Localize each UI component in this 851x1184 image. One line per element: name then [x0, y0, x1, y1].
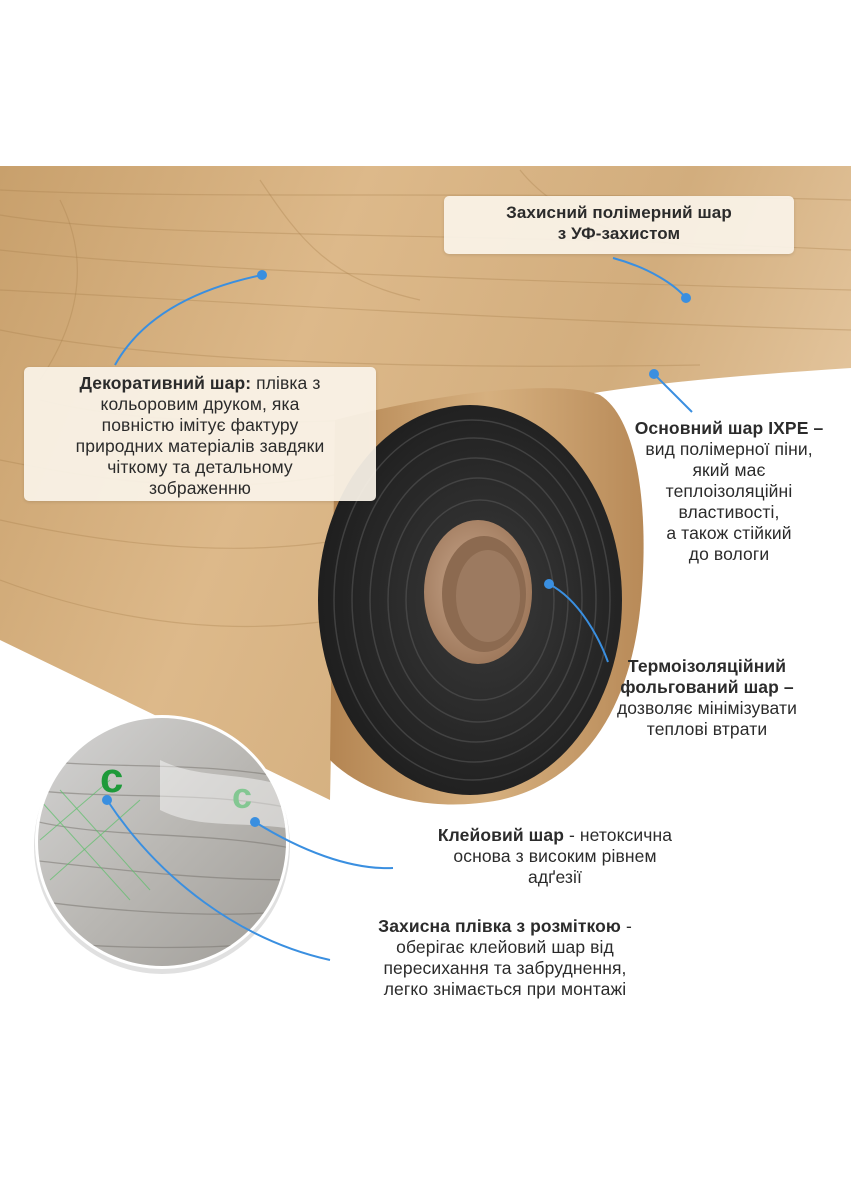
label-protective-line1: Захисний полімерний шар: [506, 203, 732, 222]
label-film-line2: оберігає клейовий шар від: [396, 937, 614, 957]
label-ixpe-line4: теплоізоляційні: [665, 481, 793, 501]
label-protective-line2: з УФ-захистом: [557, 224, 681, 243]
wood-sheet: [0, 166, 851, 800]
label-decorative-text1: плівка з: [251, 373, 321, 393]
pointer-lines: [106, 257, 693, 961]
label-film-line3: пересихання та забруднення,: [383, 958, 627, 978]
label-ixpe-layer: Основний шар IXPE – вид полімерної піни,…: [607, 418, 851, 565]
label-glue-line3: адґезії: [528, 867, 582, 887]
label-ixpe-line2: вид полімерної піни,: [645, 439, 813, 459]
label-decorative-line3: повністю імітує фактуру: [101, 415, 299, 435]
label-film-layer: Захисна плівка з розміткою - оберігає кл…: [330, 916, 680, 1000]
spiral-rings: [333, 419, 611, 781]
label-glue-title: Клейовий шар: [437, 825, 564, 845]
label-foil-layer: Термоізоляційний фольгований шар – дозво…: [585, 656, 829, 740]
label-decorative-title: Декоративний шар:: [79, 373, 252, 393]
label-protective-layer: Захисний полімерний шар з УФ-захистом: [444, 196, 794, 254]
label-ixpe-line6: а також стійкий: [666, 523, 792, 543]
label-film-text1: -: [620, 916, 632, 936]
label-glue-text1: - нетоксична: [563, 825, 673, 845]
label-foil-line3: дозволяє мінімізувати: [616, 698, 797, 718]
label-film-title: Захисна плівка з розміткою: [378, 916, 621, 936]
label-decorative-line5: чіткому та детальному: [107, 457, 293, 477]
label-foil-title2: фольгований шар –: [620, 677, 794, 697]
svg-text:c: c: [100, 754, 123, 801]
pointer-dots: [102, 270, 691, 827]
label-decorative-line4: природних матеріалів завдяки: [75, 436, 325, 456]
label-foil-line4: теплові втрати: [646, 719, 768, 739]
label-film-line4: легко знімається при монтажі: [383, 979, 627, 999]
svg-text:c: c: [232, 775, 252, 816]
label-glue-layer: Клейовий шар - нетоксична основа з висок…: [390, 825, 720, 888]
label-decorative-line6: зображенню: [149, 478, 251, 498]
label-ixpe-line5: властивості,: [678, 502, 780, 522]
label-ixpe-line3: який має: [692, 460, 766, 480]
label-decorative-layer: Декоративний шар: плівка з кольоровим др…: [24, 367, 376, 501]
label-decorative-line2: кольоровим друком, яка: [100, 394, 300, 414]
label-glue-line2: основа з високим рівнем: [453, 846, 657, 866]
label-ixpe-title: Основний шар IXPE –: [634, 418, 824, 438]
label-foil-title1: Термоізоляційний: [627, 656, 787, 676]
label-ixpe-line7: до вологи: [688, 544, 770, 564]
